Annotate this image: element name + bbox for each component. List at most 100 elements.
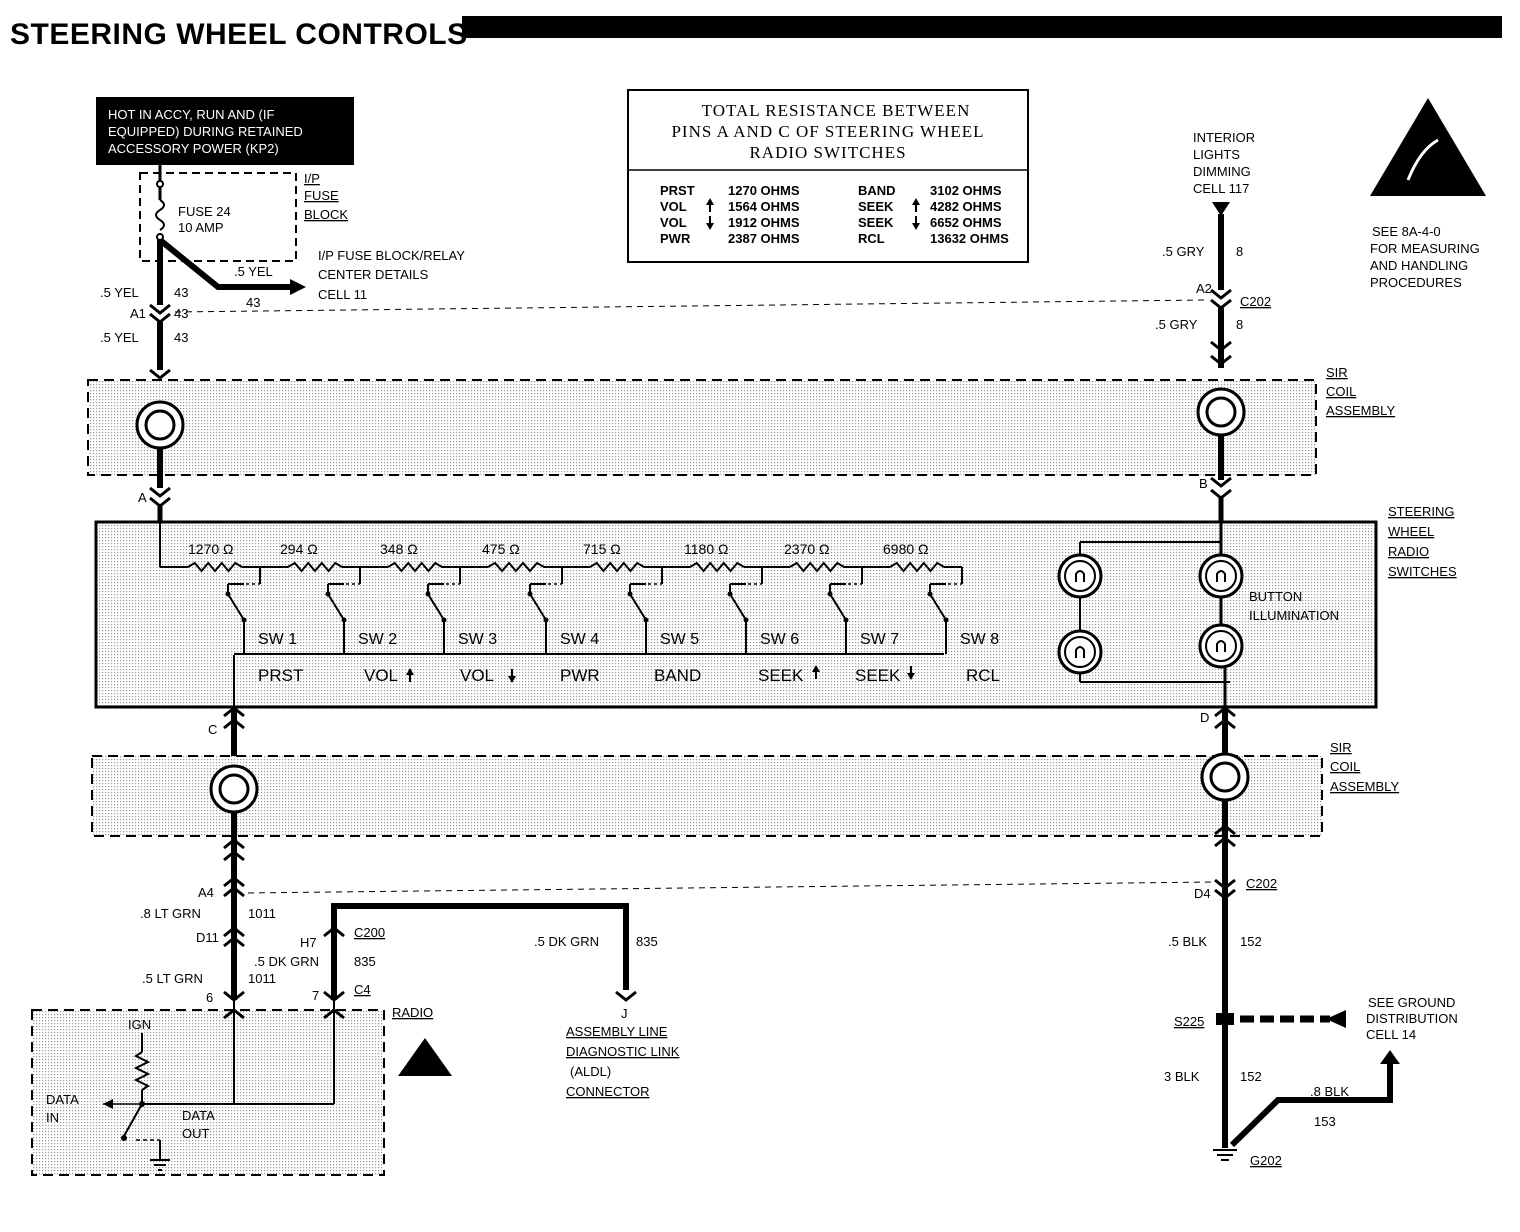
hot-box-line-1: HOT IN ACCY, RUN AND (IF: [108, 107, 274, 122]
splice-s225-label: S225: [1174, 1014, 1204, 1029]
switch-function-4: PWR: [560, 666, 600, 685]
pin-b: B: [1199, 476, 1208, 491]
seek-up-arrow-icon: [812, 665, 820, 679]
switch-label-6: SW 6: [760, 631, 799, 648]
fuse-block-label-1: I/P: [304, 171, 320, 186]
table-right-name-1: SEEK: [858, 199, 894, 214]
table-left-name-3: PWR: [660, 231, 691, 246]
ground-g202-label: G202: [1250, 1153, 1282, 1168]
sir-label-2: COIL: [1326, 384, 1356, 399]
aldl-2: DIAGNOSTIC LINK: [566, 1044, 680, 1059]
dimming-1: INTERIOR: [1193, 130, 1255, 145]
connector-c202-dashed-link-top: [174, 299, 1206, 313]
sir-label-1: SIR: [1326, 365, 1348, 380]
fuse-name: FUSE 24: [178, 204, 231, 219]
table-right-name-2: SEEK: [858, 215, 894, 230]
sir-coil-top: [87, 379, 1317, 476]
table-left-arrow-1-icon: [706, 198, 714, 212]
pin-d11: D11: [196, 930, 219, 945]
table-right-name-0: BAND: [858, 183, 896, 198]
table-left-value-2: 1912 OHMS: [728, 215, 800, 230]
relay-ref-2: CENTER DETAILS: [318, 267, 429, 282]
aldl-4: CONNECTOR: [566, 1084, 650, 1099]
wire-label-yel-branch: .5 YEL: [234, 264, 273, 279]
resistor-2: [287, 561, 343, 573]
esd-note-3: AND HANDLING: [1370, 258, 1468, 273]
sir-label-bottom-1: SIR: [1330, 740, 1352, 755]
circuit-835-2: 835: [354, 954, 376, 969]
dimming-2: LIGHTS: [1193, 147, 1240, 162]
splice-s225: [1216, 1013, 1234, 1025]
pin-h7: H7: [300, 935, 317, 950]
circuit-8-1: 8: [1236, 244, 1243, 259]
connector-c200: C200: [354, 925, 385, 940]
circuit-835-1: 835: [636, 934, 658, 949]
lamp-left-top: [1057, 553, 1103, 599]
switch-label-4: SWITCHES: [1388, 564, 1457, 579]
hot-box-line-3: ACCESSORY POWER (KP2): [108, 141, 279, 156]
circuit-43-3: 43: [174, 330, 188, 345]
resistor-4: [487, 561, 545, 573]
circuit-153: 153: [1314, 1114, 1336, 1129]
table-title-3: RADIO SWITCHES: [749, 143, 906, 162]
table-title-2: PINS A AND C OF STEERING WHEEL: [671, 122, 984, 141]
pin-a4: A4: [198, 885, 214, 900]
aldl-3: (ALDL): [570, 1064, 611, 1079]
steering-wheel-switch-box: [94, 520, 1378, 709]
relay-ref-3: CELL 11: [318, 287, 367, 302]
esd-note-2: FOR MEASURING: [1370, 241, 1480, 256]
switch-function-1: PRST: [258, 666, 303, 685]
ground-distribution-arrow: [1326, 1010, 1346, 1028]
sir-label-bottom-3: ASSEMBLY: [1330, 779, 1399, 794]
switch-label-2: SW 2: [358, 631, 397, 648]
vol-down-arrow-icon: [508, 669, 516, 683]
ground-ref-1: SEE GROUND: [1368, 995, 1455, 1010]
switch-label-8: SW 8: [960, 631, 999, 648]
seek-down-arrow-icon: [907, 666, 915, 680]
switch-6: [727, 567, 763, 654]
table-right-value-1: 4282 OHMS: [930, 199, 1002, 214]
switch-5: [627, 567, 663, 654]
connector-c202-label-bottom: C202: [1246, 876, 1277, 891]
wire-blk-153: [1229, 1060, 1393, 1148]
wire-label-blk-1: .5 BLK: [1168, 934, 1207, 949]
table-right-arrow-1-icon: [912, 198, 920, 212]
resistor-value-8: 6980 Ω: [883, 541, 929, 557]
table-right-value-3: 13632 OHMS: [930, 231, 1009, 246]
table-left-value-3: 2387 OHMS: [728, 231, 800, 246]
switch-2: [325, 567, 361, 654]
table-left-name-1: VOL: [660, 199, 687, 214]
hot-box: [96, 97, 354, 165]
fuse-block-outline: [139, 172, 297, 262]
switch-label-4: SW 4: [560, 631, 599, 648]
table-left-name-2: VOL: [660, 215, 687, 230]
circuit-43-1: 43: [174, 285, 188, 300]
pin-a: A: [138, 490, 147, 505]
wire-label-blk-3: .8 BLK: [1310, 1084, 1349, 1099]
circuit-43-branch: 43: [246, 295, 260, 310]
data-in-arrow-icon: [103, 1099, 113, 1109]
fuse-rating: 10 AMP: [178, 220, 224, 235]
wire-label-gry-2: .5 GRY: [1155, 317, 1198, 332]
switch-function-3: VOL: [460, 666, 494, 685]
pin-j: J: [621, 1006, 628, 1021]
esd-note-1: SEE 8A-4-0: [1372, 224, 1441, 239]
circuit-43-2: 43: [174, 306, 188, 321]
relay-arrow: [290, 279, 306, 295]
table-right-name-3: RCL: [858, 231, 885, 246]
fuse-block-label-3: BLOCK: [304, 207, 348, 222]
switch-label-7: SW 7: [860, 631, 899, 648]
radio-ign: IGN: [128, 1017, 151, 1032]
wire-label-dkgrn-1: .5 DK GRN: [534, 934, 599, 949]
radio-box: [31, 1009, 385, 1176]
circuit-1011-2: 1011: [248, 971, 276, 986]
resistor-value-6: 1180 Ω: [684, 541, 728, 557]
wire-dk-grn-835: [331, 903, 629, 1000]
table-right-value-2: 6652 OHMS: [930, 215, 1002, 230]
table-left-name-0: PRST: [660, 183, 695, 198]
radio-data-switch: [123, 1103, 143, 1137]
resistor-value-3: 348 Ω: [380, 541, 418, 557]
table-title-1: TOTAL RESISTANCE BETWEEN: [702, 101, 971, 120]
